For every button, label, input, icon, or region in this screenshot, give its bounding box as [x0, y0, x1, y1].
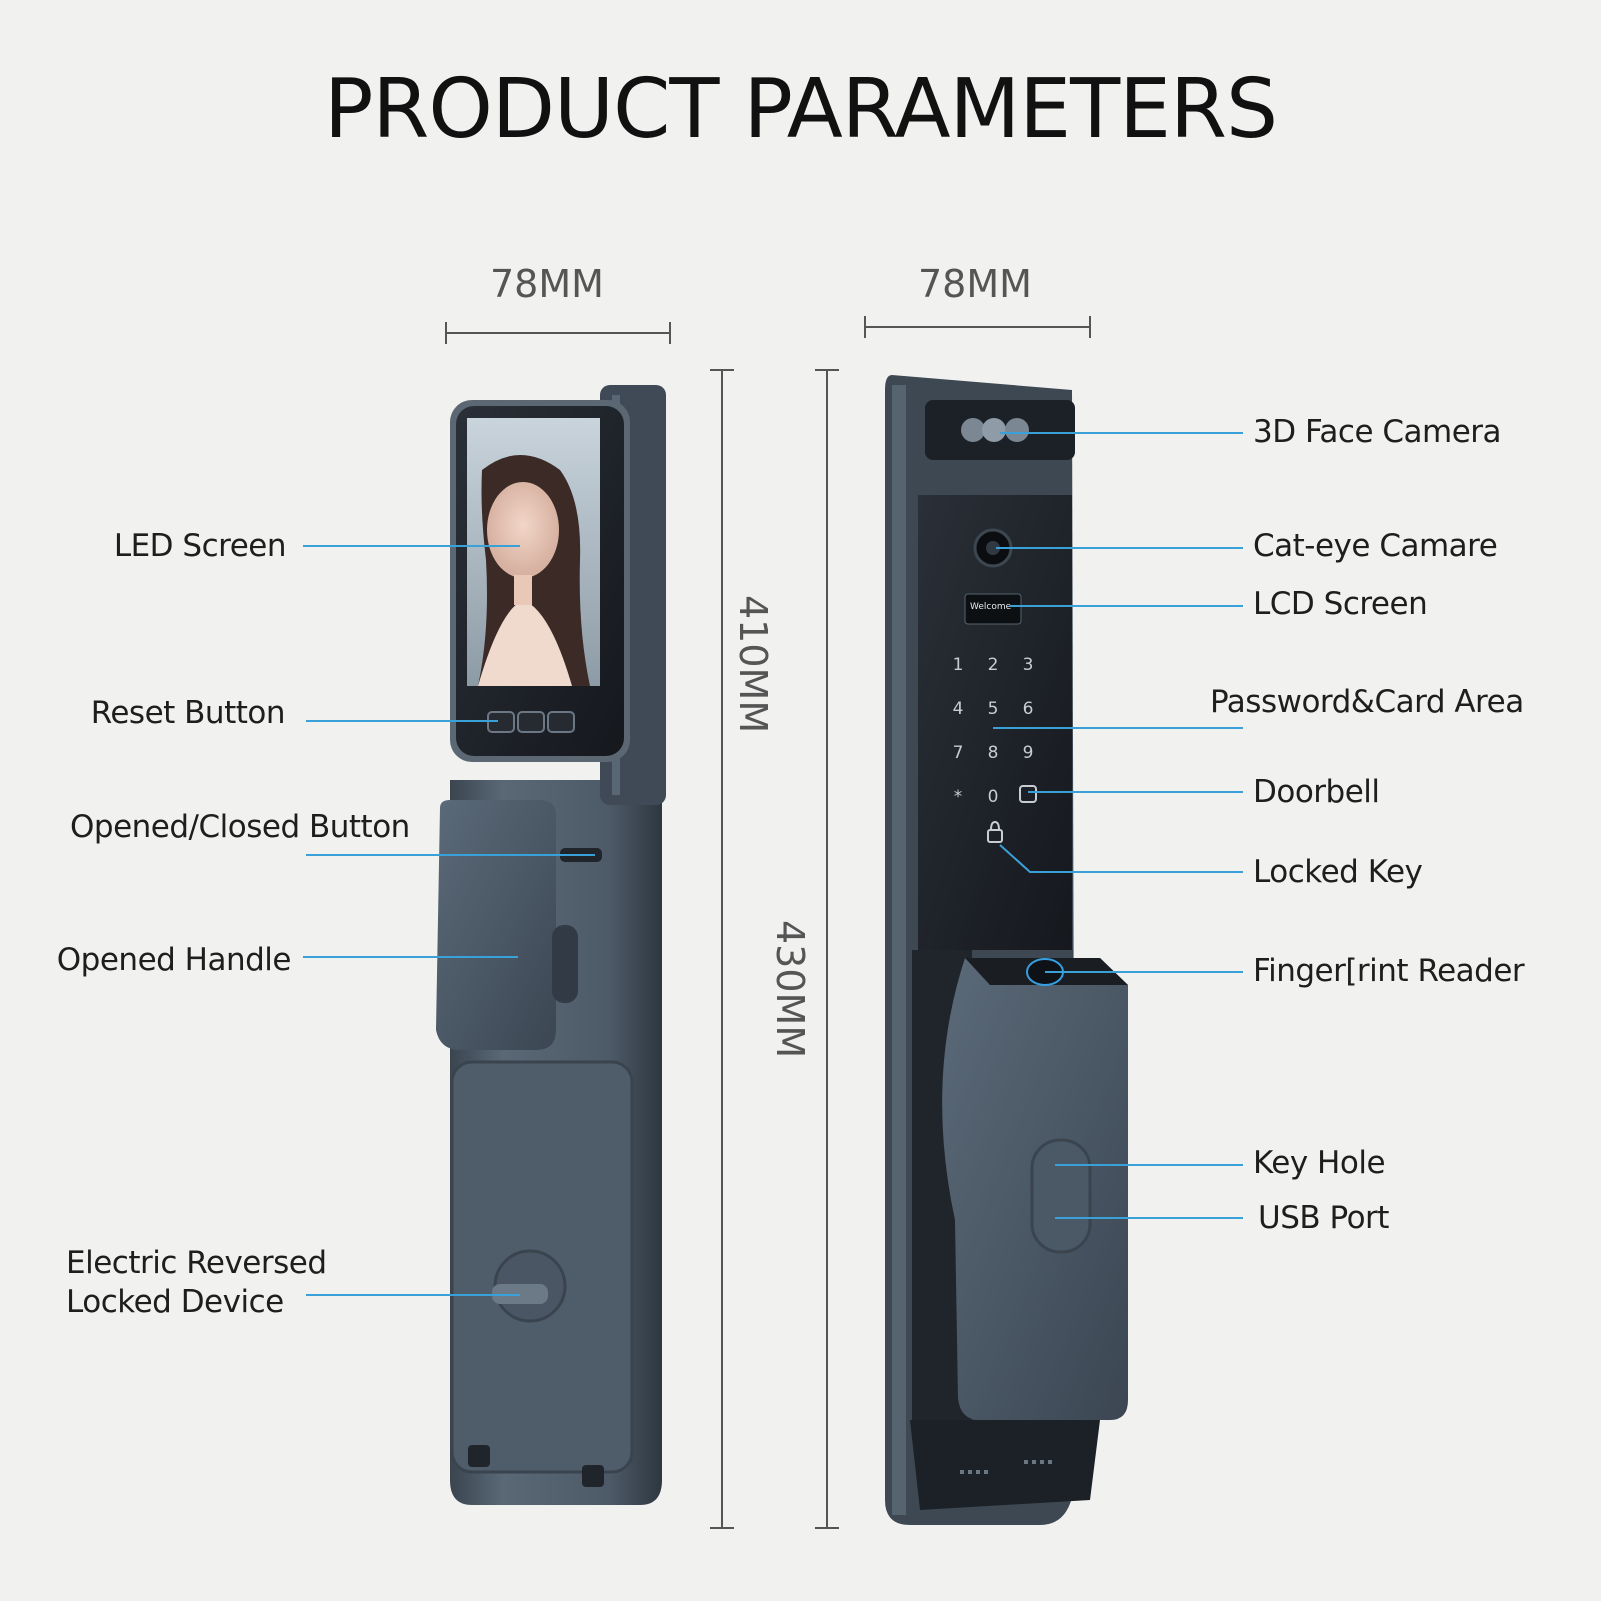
keypad-key: 7	[953, 743, 964, 763]
label-cat-eye: Cat-eye Camare	[1253, 528, 1498, 564]
label-opened-handle: Opened Handle	[56, 942, 292, 978]
label-electric-reversed-1: Electric Reversed	[66, 1245, 327, 1281]
keypad-key: 1	[953, 655, 964, 675]
dimension-lines	[445, 316, 1091, 1529]
label-lcd-screen: LCD Screen	[1253, 586, 1428, 622]
keypad-key: 2	[988, 655, 999, 675]
side-width-label: 78MM	[918, 262, 1032, 306]
label-password-card: Password&Card Area	[1210, 684, 1524, 720]
label-electric-reversed-2: Locked Device	[66, 1284, 284, 1320]
label-locked-key: Locked Key	[1253, 854, 1423, 890]
lcd-text-svg: Welcome	[970, 602, 1012, 612]
keypad-key: 4	[953, 699, 964, 719]
front-width-label: 78MM	[490, 262, 604, 306]
label-doorbell: Doorbell	[1253, 774, 1380, 810]
keypad-key: 0	[988, 787, 999, 807]
page-title: PRODUCT PARAMETERS	[323, 62, 1278, 157]
front-lock	[436, 385, 666, 1505]
leader-locked-key	[999, 844, 1243, 873]
label-reset-button: Reset Button	[90, 695, 286, 731]
label-usb-port: USB Port	[1258, 1200, 1389, 1236]
keypad-key: 6	[1023, 699, 1034, 719]
label-key-hole: Key Hole	[1253, 1145, 1386, 1181]
leader-lines	[303, 432, 1243, 1296]
label-led-screen: LED Screen	[113, 528, 287, 564]
label-face-camera: 3D Face Camera	[1253, 414, 1502, 450]
label-opened-closed-button: Opened/Closed Button	[70, 809, 410, 845]
keypad-key: *	[954, 787, 963, 807]
keypad-key: 9	[1023, 743, 1034, 763]
keypad-key: 5	[988, 699, 999, 719]
side-lock: Welcome 1 2 3 4 5 6 7 8 9 * 0	[885, 375, 1128, 1525]
keypad-key: 3	[1023, 655, 1034, 675]
label-fingerprint: Finger[rint Reader	[1253, 953, 1525, 989]
keypad-key: 8	[988, 743, 999, 763]
